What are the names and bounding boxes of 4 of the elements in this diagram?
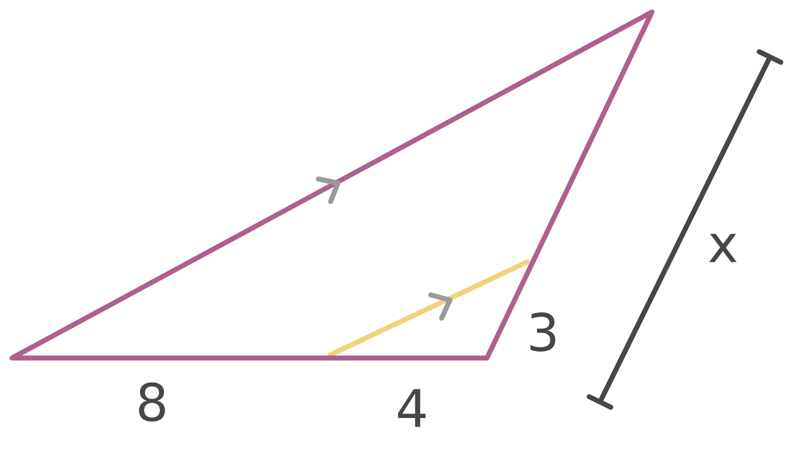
length-label: x — [709, 234, 737, 262]
length-label: 4 — [398, 389, 426, 427]
length-label: 3 — [530, 312, 556, 352]
length-label: 8 — [139, 382, 165, 422]
